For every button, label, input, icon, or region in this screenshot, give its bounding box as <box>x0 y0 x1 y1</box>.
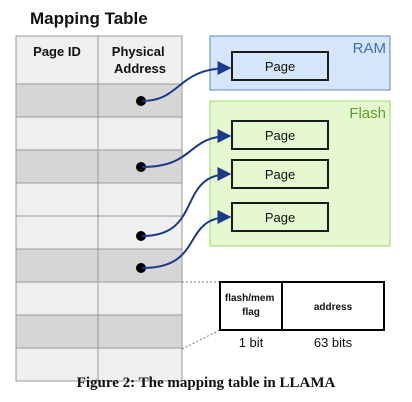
flash-page-label-1: Page <box>265 128 295 143</box>
address-format: flash/mem flag address 1 bit 63 bits <box>219 281 385 350</box>
flash-page-box-3 <box>231 202 329 232</box>
table-row <box>15 248 183 283</box>
table-row <box>15 116 183 151</box>
pointer-arrow-flash-page-2 <box>141 167 232 237</box>
table-row <box>15 281 183 316</box>
table-row <box>15 83 183 118</box>
pointer-dot <box>136 162 146 172</box>
figure-caption: Figure 2: The mapping table in LLAMA <box>77 375 336 391</box>
ram-page-label: Page <box>265 59 295 74</box>
address-bits-label: 63 bits <box>314 335 353 350</box>
flash-page-label-2: Page <box>265 167 295 182</box>
flash-label: Flash <box>349 105 386 122</box>
projection-line-bottom <box>181 329 221 350</box>
pointer-arrow-flash-page-1 <box>141 129 232 168</box>
mapping-table-title: Mapping Table <box>30 9 148 28</box>
pointer-arrows <box>141 61 232 269</box>
flag-field-box <box>219 281 283 331</box>
address-field-box <box>281 281 385 331</box>
pointer-arrow-flash-page-3 <box>141 210 232 269</box>
ram-region: RAM Page <box>209 35 391 91</box>
pointer-dot <box>136 231 146 241</box>
pointer-arrow-ram-page <box>141 61 232 102</box>
ram-page-box <box>231 51 329 81</box>
column-header-physical-address: Physical Address <box>112 44 168 76</box>
table-row <box>15 182 183 217</box>
table-rows <box>15 83 183 382</box>
flash-page-label-3: Page <box>265 210 295 225</box>
pointer-dot <box>136 96 146 106</box>
address-field-label: address <box>314 302 353 313</box>
table-row <box>15 347 183 382</box>
flag-bits-label: 1 bit <box>239 335 264 350</box>
table-row <box>15 215 183 250</box>
flash-page-box-1 <box>231 120 329 150</box>
flash-page-box-2 <box>231 159 329 189</box>
pointer-dot <box>136 263 146 273</box>
table-header-row <box>15 35 183 85</box>
column-header-page-id: Page ID <box>33 44 81 59</box>
flash-region: Flash Page Page Page <box>209 100 391 247</box>
mapping-table: Page ID Physical Address <box>15 35 183 382</box>
flag-field-label: flash/mem flag <box>225 293 277 318</box>
ram-label: RAM <box>353 40 386 57</box>
table-row <box>15 314 183 349</box>
